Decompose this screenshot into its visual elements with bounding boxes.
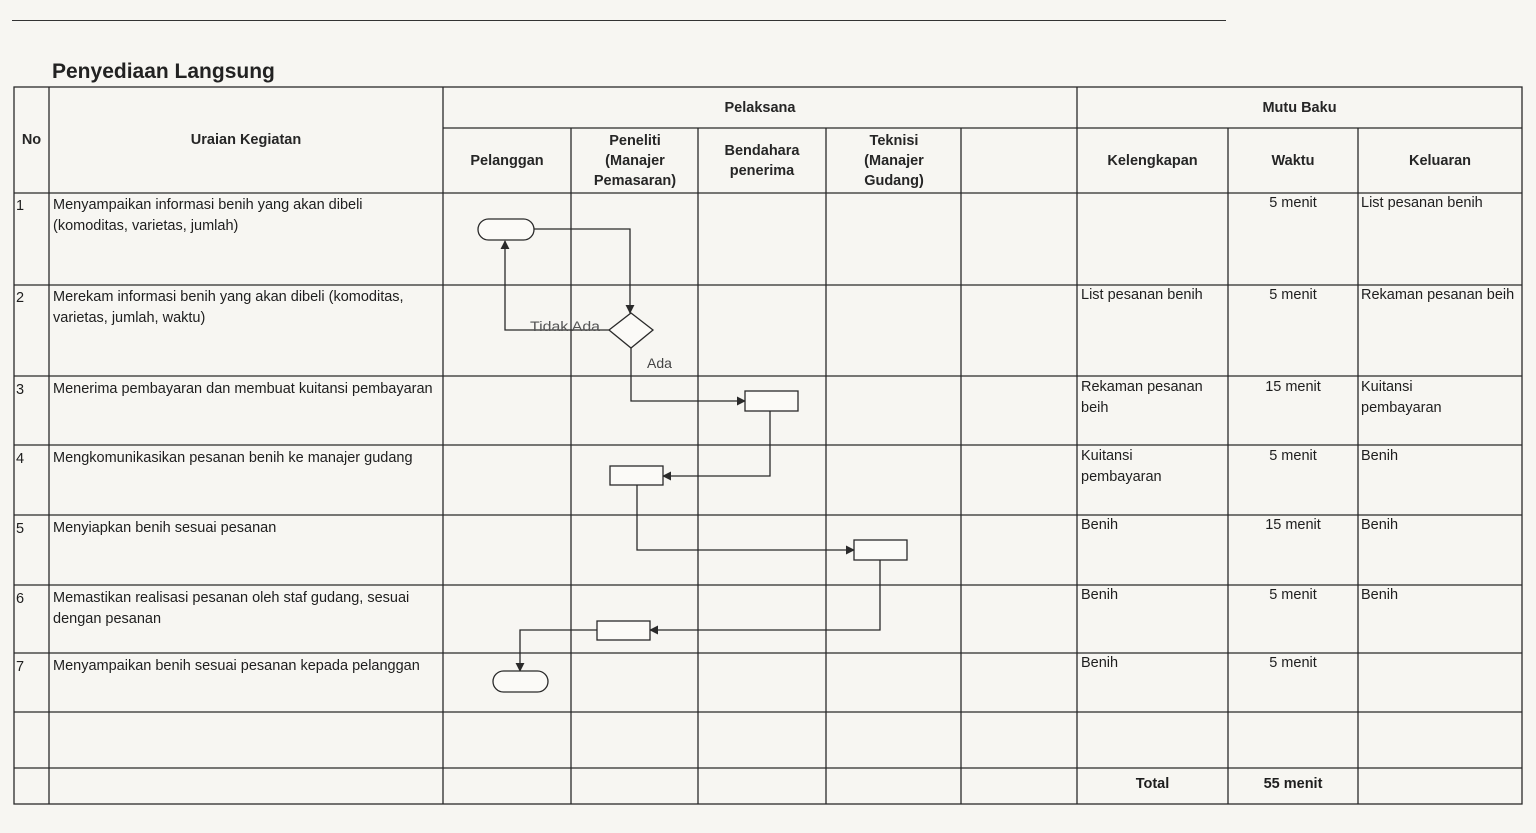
- row-7-waktu: 5 menit: [1269, 655, 1317, 671]
- row-1-keluaran: List pesanan benih: [1361, 195, 1483, 211]
- row-4-kelengkapan: Kuitansi pembayaran: [1081, 448, 1162, 485]
- header-waktu: Waktu: [1271, 152, 1315, 169]
- page-title: Penyediaan Langsung: [52, 60, 275, 83]
- flow-process-peneliti: [609, 465, 664, 486]
- row-5-waktu: 15 menit: [1265, 517, 1321, 533]
- flow-arrow-teknisi-to-confirm: [649, 560, 881, 635]
- row-5-kelengkapan: Benih: [1081, 517, 1119, 533]
- row-7-no: 7: [16, 659, 25, 675]
- row-7-uraian: Menyampaikan benih sesuai pesanan kepada…: [53, 658, 420, 674]
- header-teknisi: Teknisi (Manajer Gudang): [864, 132, 924, 189]
- row-3-kelengkapan: Rekaman pesanan beih: [1081, 379, 1203, 416]
- row-7-kelengkapan: Benih: [1081, 655, 1119, 671]
- flow-arrow-no-loop: [500, 240, 609, 331]
- total-label: Total: [1135, 776, 1170, 792]
- flow-start-terminator: [477, 218, 535, 241]
- flow-label-no: Tidak Ada: [530, 319, 601, 334]
- row-2-uraian: Merekam informasi benih yang akan dibeli…: [53, 289, 404, 326]
- row-2-waktu: 5 menit: [1269, 287, 1317, 303]
- row-5-keluaran: Benih: [1361, 517, 1399, 533]
- header-kelengkapan: Kelengkapan: [1107, 152, 1198, 169]
- row-4-waktu: 5 menit: [1269, 448, 1317, 464]
- row-5-no: 5: [16, 521, 25, 537]
- flow-label-yes: Ada: [647, 355, 672, 371]
- header-pelanggan: Pelanggan: [470, 152, 544, 169]
- flow-end-terminator: [492, 670, 549, 693]
- row-6-no: 6: [16, 591, 25, 607]
- header-no: No: [21, 132, 42, 148]
- row-3-keluaran: Kuitansi pembayaran: [1361, 379, 1442, 416]
- header-keluaran: Keluaran: [1408, 152, 1472, 169]
- row-1-waktu: 5 menit: [1269, 195, 1317, 211]
- row-4-uraian: Mengkomunikasikan pesanan benih ke manaj…: [53, 450, 413, 466]
- header-pelaksana: Pelaksana: [724, 99, 796, 116]
- flow-arrow-start-to-decision: [534, 228, 635, 314]
- header-bendahara: Bendahara penerima: [724, 142, 800, 179]
- row-1-no: 1: [16, 198, 25, 214]
- flow-process-teknisi: [853, 539, 908, 561]
- row-6-keluaran: Benih: [1361, 587, 1399, 603]
- row-1-uraian: Menyampaikan informasi benih yang akan d…: [53, 197, 363, 234]
- flow-process-bendahara: [744, 390, 799, 412]
- row-5-uraian: Menyiapkan benih sesuai pesanan: [53, 520, 277, 536]
- row-2-no: 2: [16, 290, 25, 306]
- total-value: 55 menit: [1263, 776, 1323, 792]
- row-3-uraian: Menerima pembayaran dan membuat kuitansi…: [53, 381, 433, 397]
- header-mutu-baku: Mutu Baku: [1262, 99, 1337, 116]
- row-4-no: 4: [16, 451, 25, 467]
- flow-arrow-peneliti-to-teknisi: [636, 485, 855, 555]
- flow-arrow-confirm-to-end: [515, 629, 597, 672]
- row-4-keluaran: Benih: [1361, 448, 1399, 464]
- row-2-keluaran: Rekaman pesanan beih: [1361, 287, 1515, 303]
- flow-decision: [607, 312, 655, 349]
- flow-arrow-yes-to-bendahara: [630, 348, 746, 406]
- top-divider-line: [12, 20, 1226, 21]
- row-6-waktu: 5 menit: [1269, 587, 1317, 603]
- row-6-uraian: Memastikan realisasi pesanan oleh staf g…: [53, 590, 410, 627]
- flow-process-confirm: [596, 620, 651, 641]
- header-peneliti: Peneliti (Manajer Pemasaran): [593, 132, 677, 189]
- row-3-no: 3: [16, 382, 25, 398]
- flow-arrow-bendahara-to-peneliti: [662, 411, 771, 481]
- row-3-waktu: 15 menit: [1265, 379, 1321, 395]
- row-6-kelengkapan: Benih: [1081, 587, 1119, 603]
- header-uraian: Uraian Kegiatan: [190, 132, 302, 148]
- row-2-kelengkapan: List pesanan benih: [1081, 287, 1203, 303]
